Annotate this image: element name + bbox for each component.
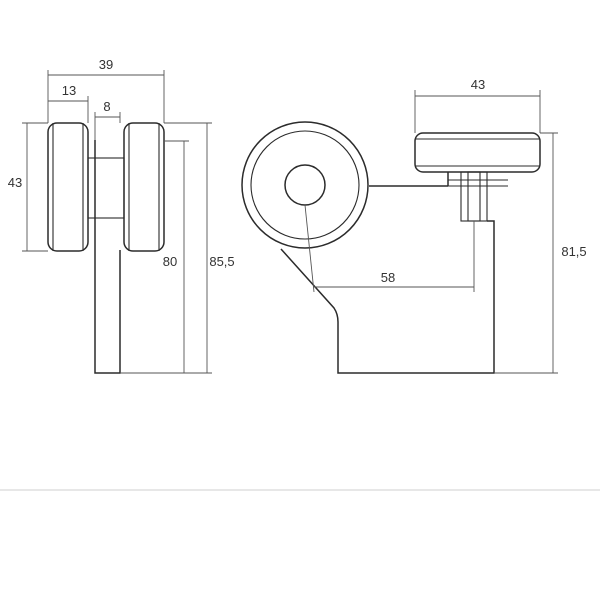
dim-43-side: 43 xyxy=(414,77,541,133)
front-left-wheel xyxy=(47,122,89,252)
dim-label-total-height-side: 81,5 xyxy=(561,244,586,259)
side-post xyxy=(460,171,488,222)
dim-43-front: 43 xyxy=(8,122,48,252)
side-large-wheel-axle xyxy=(284,164,326,206)
dim-label-overall-width: 39 xyxy=(99,57,113,72)
side-large-wheel-inner xyxy=(250,130,360,240)
front-right-wheel xyxy=(123,122,165,252)
dim-8: 8 xyxy=(94,99,121,140)
dim-label-total-height-front: 85,5 xyxy=(209,254,234,269)
side-body xyxy=(280,220,495,374)
side-view: 43 58 81,5 xyxy=(241,77,587,374)
front-body xyxy=(94,140,121,374)
dim-label-wheel-diameter-side: 43 xyxy=(471,77,485,92)
dim-label-wheel-diameter-front: 43 xyxy=(8,175,22,190)
front-hub xyxy=(87,157,125,219)
front-view: 39 13 8 43 80 xyxy=(8,57,235,374)
dim-label-reach: 58 xyxy=(381,270,395,285)
dim-13: 13 xyxy=(48,83,89,123)
dim-80: 80 xyxy=(120,140,189,374)
dim-label-gap: 8 xyxy=(103,99,110,114)
dim-label-body-height: 80 xyxy=(163,254,177,269)
dim-label-wheel-width: 13 xyxy=(62,83,76,98)
dim-58: 58 xyxy=(304,204,475,293)
side-post-inner xyxy=(467,171,481,222)
dim-39: 39 xyxy=(47,57,165,123)
dim-85-5: 85,5 xyxy=(164,122,235,374)
dim-81-5: 81,5 xyxy=(494,132,587,374)
side-large-wheel-outer xyxy=(241,121,369,249)
